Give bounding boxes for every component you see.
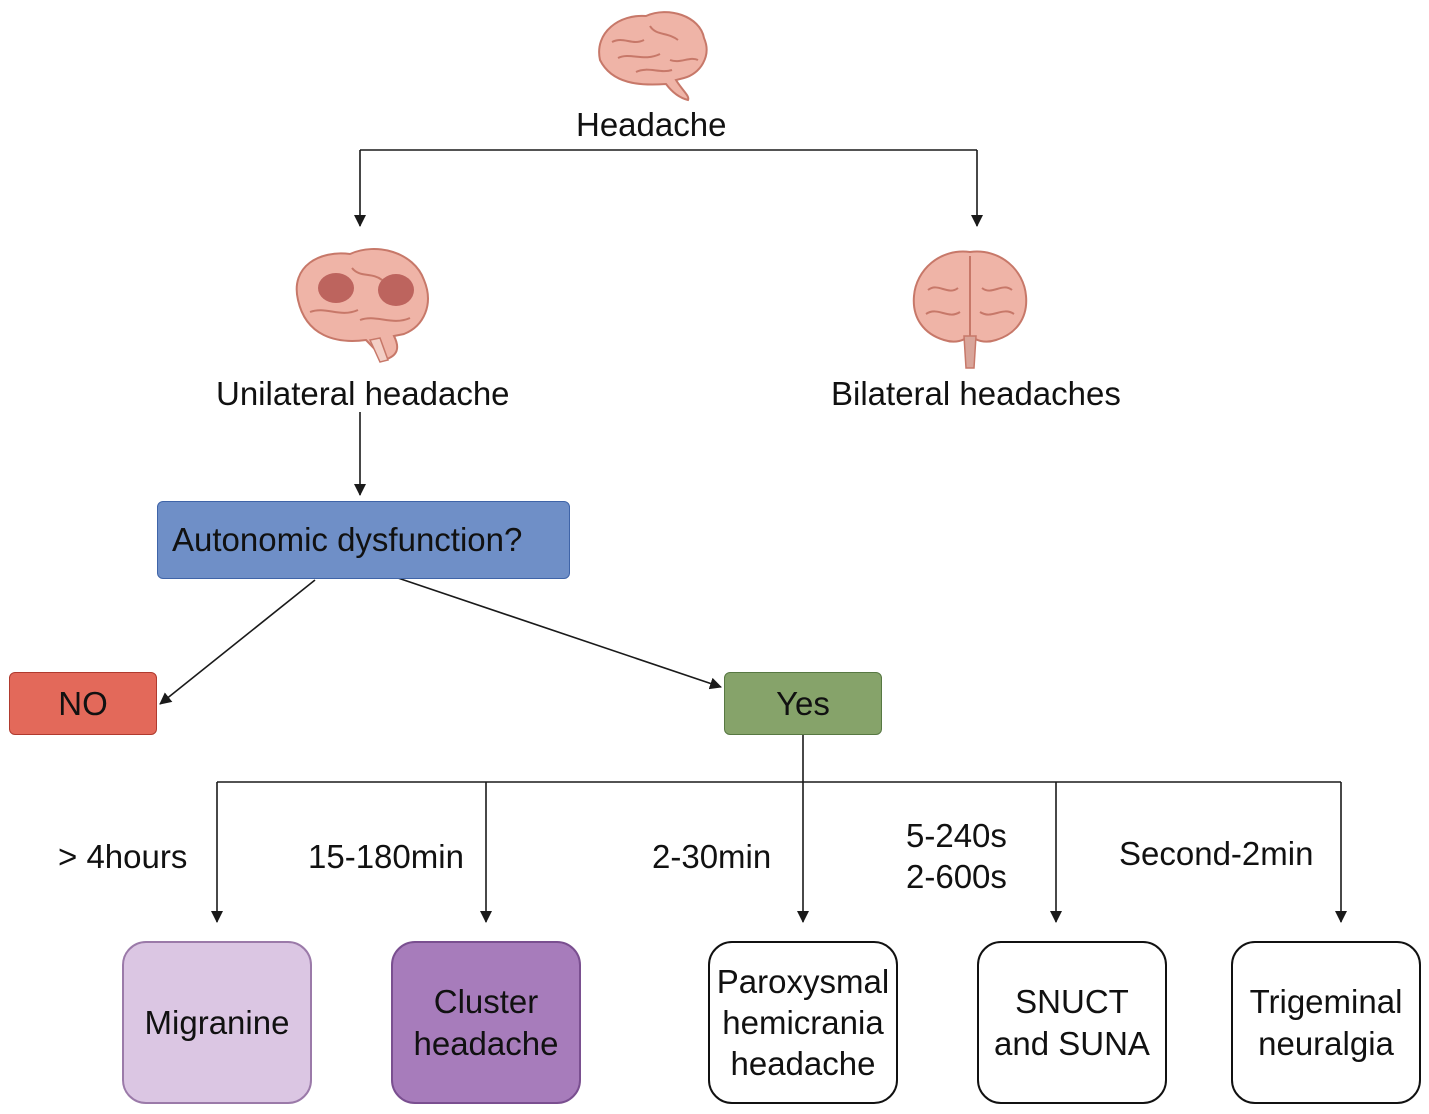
outcome-line: headache <box>413 1024 559 1062</box>
duration-label-cluster: 15-180min <box>308 836 464 877</box>
no-label: NO <box>58 684 108 722</box>
outcome-cluster-headache: Cluster headache <box>391 941 581 1104</box>
duration-line: 15-180min <box>308 838 464 875</box>
outcome-line: Paroxysmal <box>716 962 890 1000</box>
outcome-trigeminal-neuralgia: Trigeminal neuralgia <box>1231 941 1421 1104</box>
outcome-line: hemicrania <box>722 1003 884 1041</box>
duration-label-trigeminal: Second-2min <box>1119 833 1313 874</box>
duration-line: Second-2min <box>1119 835 1314 872</box>
unilateral-label: Unilateral headache <box>216 375 510 412</box>
duration-line: 5-240s <box>906 817 1007 854</box>
arrow-to-unilateral <box>360 149 977 226</box>
outcome-line: neuralgia <box>1258 1024 1394 1062</box>
outcome-line: Migranine <box>144 1003 290 1041</box>
outcome-snuct-suna: SNUCT and SUNA <box>977 941 1167 1104</box>
outcome-paroxysmal-hemicrania: Paroxysmal hemicrania headache <box>708 941 898 1104</box>
autonomic-dysfunction-box: Autonomic dysfunction? <box>157 501 570 579</box>
outcome-line: Trigeminal <box>1249 983 1403 1021</box>
outcome-line: Cluster <box>433 983 539 1021</box>
yes-label: Yes <box>776 684 830 722</box>
connectors <box>159 149 1347 923</box>
brain-hotspots-icon <box>295 248 429 363</box>
duration-line: > 4hours <box>58 838 188 875</box>
duration-label-paroxysmal: 2-30min <box>652 836 771 877</box>
duration-line: 2-30min <box>652 838 772 875</box>
headache-title: Headache <box>576 106 727 143</box>
duration-label-migraine: > 4hours <box>58 836 187 877</box>
brain-icon <box>598 11 708 102</box>
duration-line: 2-600s <box>906 858 1007 896</box>
duration-label-snuct: 5-240s 2-600s <box>906 815 1007 898</box>
outcome-line: SNUCT <box>1015 983 1129 1021</box>
bilateral-label: Bilateral headaches <box>831 375 1121 412</box>
outcome-migraine: Migranine <box>122 941 312 1104</box>
arrow-to-no <box>159 579 316 705</box>
brain-top-icon <box>912 250 1028 369</box>
arrow-to-yes <box>391 575 722 690</box>
autonomic-dysfunction-label: Autonomic dysfunction? <box>172 521 523 559</box>
outcome-line: and SUNA <box>994 1024 1150 1062</box>
outcome-line: headache <box>730 1045 876 1083</box>
yes-box: Yes <box>724 672 882 735</box>
no-box: NO <box>9 672 157 735</box>
